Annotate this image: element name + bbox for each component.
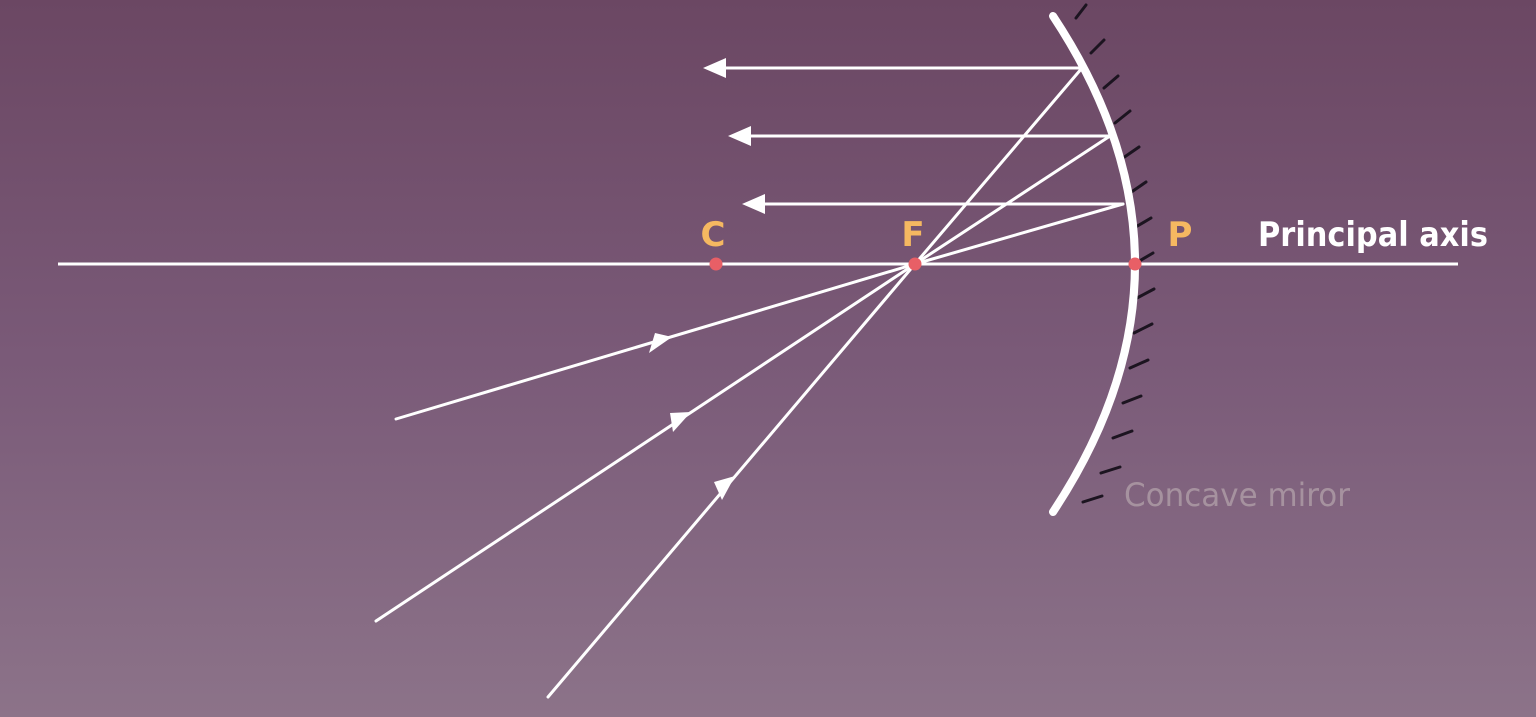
center-of-curvature-point bbox=[709, 257, 723, 271]
incident-ray-2-after-focus bbox=[913, 134, 1112, 266]
arrowhead-incident bbox=[670, 412, 691, 432]
incident-ray-2 bbox=[374, 262, 917, 623]
hatch-mark bbox=[1121, 145, 1141, 160]
hatch-mark bbox=[1121, 394, 1143, 405]
mirror-label: Concave miror bbox=[1124, 476, 1351, 514]
pole-point bbox=[1128, 257, 1142, 271]
reflected-rays bbox=[703, 58, 1125, 214]
hatch-mark bbox=[1074, 3, 1088, 20]
pole-label: P bbox=[1168, 215, 1193, 255]
hatch-mark bbox=[1111, 429, 1134, 440]
hatch-mark bbox=[1102, 74, 1120, 90]
incident-ray-1-after-focus bbox=[913, 202, 1125, 266]
arrowhead-left bbox=[728, 126, 751, 146]
incident-ray-3-after-focus bbox=[913, 66, 1084, 266]
hatch-mark bbox=[1081, 494, 1104, 504]
hatch-mark bbox=[1089, 38, 1106, 55]
hatch-mark bbox=[1128, 358, 1150, 370]
hatch-mark bbox=[1132, 322, 1154, 335]
principal-axis-label: Principal axis bbox=[1258, 215, 1488, 255]
hatch-mark bbox=[1113, 109, 1132, 125]
hatch-mark bbox=[1128, 180, 1148, 195]
hatch-mark bbox=[1099, 465, 1122, 475]
hatch-mark bbox=[1135, 287, 1156, 300]
incident-rays bbox=[374, 66, 1125, 699]
arrowhead-incident bbox=[714, 476, 735, 500]
focus-label: F bbox=[901, 215, 924, 255]
center-of-curvature-label: C bbox=[701, 215, 726, 255]
arrowhead-incident bbox=[649, 333, 672, 353]
arrowhead-left bbox=[742, 194, 765, 214]
mirror-hatching bbox=[1074, 3, 1156, 504]
focus-point bbox=[908, 257, 922, 271]
arrowhead-left bbox=[703, 58, 726, 78]
